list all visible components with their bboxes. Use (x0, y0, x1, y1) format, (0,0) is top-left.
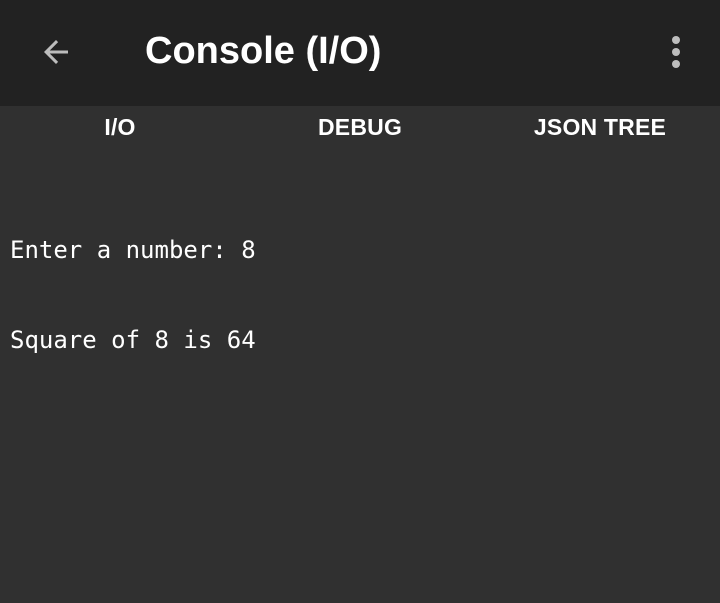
overflow-menu-button[interactable] (650, 22, 702, 82)
back-button[interactable] (26, 22, 86, 82)
console-line: Enter a number: 8 (10, 236, 256, 264)
tab-io[interactable]: I/O (104, 113, 136, 140)
tab-bar: I/O DEBUG JSON TREE (0, 106, 720, 148)
app-bar: Console (I/O) (0, 0, 720, 106)
arrow-left-icon (44, 40, 68, 64)
console-output: Enter a number: 8 Square of 8 is 64 (10, 175, 710, 415)
page-title: Console (I/O) (145, 30, 382, 72)
console-line: Square of 8 is 64 (10, 326, 256, 354)
tab-debug[interactable]: DEBUG (317, 113, 403, 140)
tab-json-tree[interactable]: JSON TREE (533, 113, 667, 140)
more-vert-icon (672, 36, 680, 68)
